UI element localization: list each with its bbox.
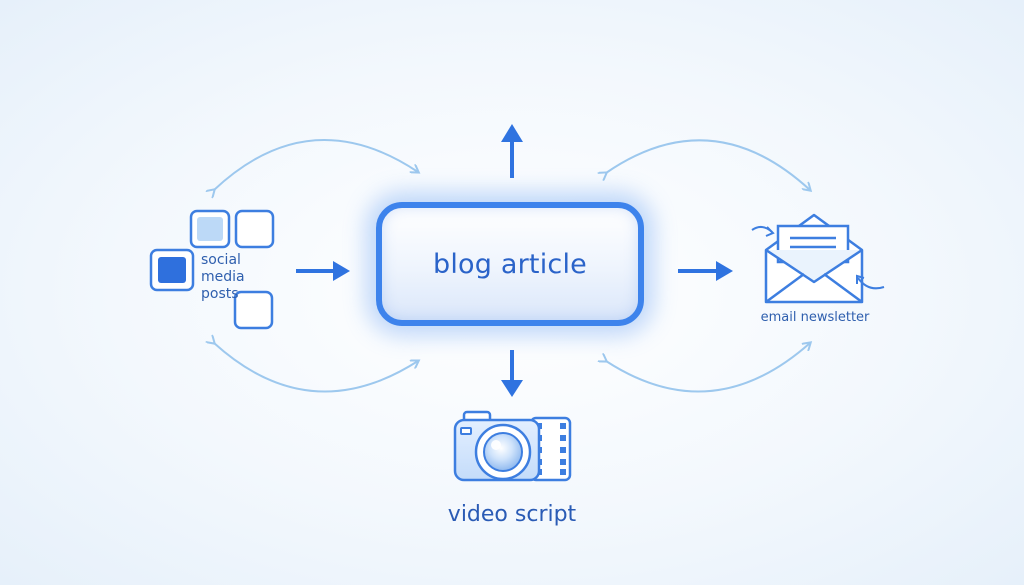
social-media-posts-label: social media posts xyxy=(201,252,245,302)
blog-article-node: blog article xyxy=(376,202,644,326)
blog-article-label: blog article xyxy=(433,248,587,280)
curve-arrow-bottom-left xyxy=(214,343,418,393)
social-squares-icon xyxy=(149,209,275,330)
arrow-left-to-center xyxy=(296,261,350,281)
curve-arrow-bottom-right xyxy=(606,343,810,393)
video-script-label: video script xyxy=(447,502,577,527)
arrow-center-to-right xyxy=(678,261,733,281)
curve-arrow-top-right xyxy=(606,139,810,190)
arrow-down xyxy=(501,350,523,397)
email-newsletter-label: email newsletter xyxy=(760,310,870,325)
envelope-icon xyxy=(751,213,885,304)
curve-arrow-top-left xyxy=(214,139,418,190)
camera-film-icon xyxy=(453,410,572,482)
arrow-up xyxy=(501,124,523,178)
